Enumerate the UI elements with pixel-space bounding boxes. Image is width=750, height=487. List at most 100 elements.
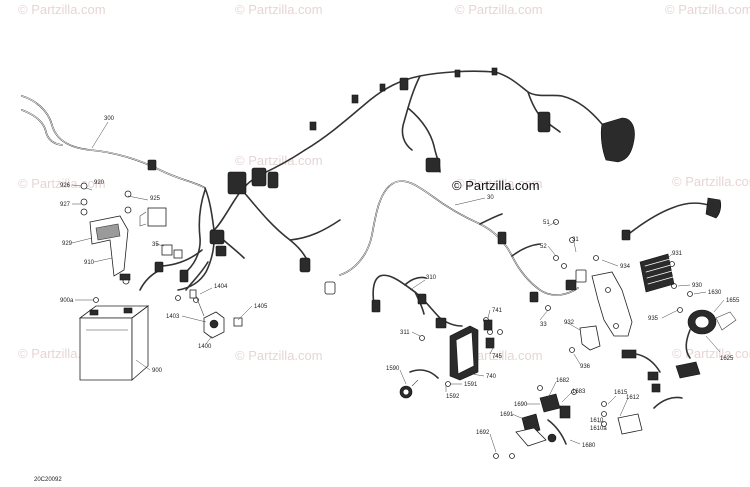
connector-block [227, 171, 247, 195]
callout-1612: 1612 [626, 395, 640, 401]
callout-910: 910 [84, 260, 95, 266]
battery-terminal [89, 309, 99, 316]
watermark: © Partzilla.com [672, 346, 750, 361]
screw [601, 411, 607, 417]
connector-clip [309, 121, 317, 131]
screw [493, 453, 499, 459]
washer [553, 255, 559, 261]
leader-lines [71, 121, 725, 453]
fuse-holder [161, 244, 173, 256]
callout-1404: 1404 [214, 284, 228, 290]
callout-1590: 1590 [386, 366, 400, 372]
key-part [233, 317, 243, 327]
battery-terminal [123, 307, 133, 314]
connector-block [537, 111, 551, 133]
callout-1591: 1591 [464, 382, 478, 388]
connector-block [179, 269, 189, 283]
connector-block [154, 261, 164, 273]
callout-1403: 1403 [166, 314, 180, 320]
screw [569, 347, 575, 353]
callout-1405: 1405 [254, 304, 268, 310]
callout-741: 741 [492, 308, 503, 314]
copyright-notice: © Partzilla.com [452, 178, 540, 193]
screw [93, 297, 99, 303]
connector-clip [454, 69, 461, 78]
socket-1590 [399, 369, 439, 399]
watermark: © Partzilla.com [18, 2, 106, 17]
callout-311: 311 [400, 330, 410, 336]
battery [78, 305, 150, 381]
connector-block [483, 319, 493, 331]
callout-1655: 1655 [726, 298, 740, 304]
callout-1615: 1615 [614, 390, 628, 396]
callout-925: 925 [150, 196, 161, 202]
callout-1691: 1691 [500, 412, 514, 418]
watermark: © Partzilla.com [665, 2, 750, 17]
screw [593, 255, 599, 261]
clip [189, 289, 197, 299]
wiring-harness-310 [371, 274, 463, 329]
callout-33: 33 [540, 322, 547, 328]
connector-block [324, 281, 336, 295]
washer [80, 198, 88, 206]
callout-30: 30 [487, 195, 494, 201]
battery-bracket [89, 215, 131, 285]
connector-block [621, 349, 637, 359]
connector-clip [351, 94, 359, 104]
screw [445, 381, 451, 387]
callout-745: 745 [492, 354, 503, 360]
wiring-harness-right [621, 197, 722, 241]
connector-block [251, 167, 267, 187]
washer [80, 208, 88, 216]
callout-930: 930 [692, 283, 703, 289]
screw [561, 263, 567, 269]
connector-block [559, 405, 571, 419]
screw [545, 305, 551, 311]
screw [537, 385, 543, 391]
callout-920: 920 [94, 180, 105, 186]
connector-block [417, 293, 427, 305]
connector-block [621, 229, 631, 241]
callout-35: 35 [152, 242, 159, 248]
screw [497, 329, 503, 335]
watermark: © Partzilla.com [455, 176, 543, 191]
screw [601, 401, 607, 407]
screw [124, 206, 132, 214]
watermark: © Partzilla.com [455, 2, 543, 17]
lower-connector-group [515, 393, 571, 447]
watermark: © Partzilla.com [235, 153, 323, 168]
connector-block [647, 371, 659, 381]
mounting-bracket [579, 271, 633, 351]
callout-931: 931 [672, 251, 683, 257]
relay [147, 207, 167, 227]
voltage-regulator [639, 253, 675, 293]
rubber-boot [600, 117, 635, 163]
wiring-harness-300 [21, 67, 635, 295]
callout-740: 740 [486, 374, 497, 380]
watermark: © Partzilla.com [235, 2, 323, 17]
relay-module [617, 349, 701, 435]
screw [509, 453, 515, 459]
connector-boot [705, 197, 722, 219]
connector-block [435, 317, 447, 329]
connector-block [565, 279, 577, 291]
horn [685, 309, 737, 359]
connector-clip [497, 231, 507, 245]
callout-1610: 1610 [590, 418, 604, 424]
callout-936: 936 [580, 364, 591, 370]
callout-31: 31 [572, 237, 579, 243]
connector-block [215, 245, 227, 257]
diagram-code: 20C20092 [34, 477, 62, 483]
callout-927: 927 [60, 202, 71, 208]
callout-52: 52 [540, 244, 547, 250]
callout-1592: 1592 [446, 394, 460, 400]
watermark-layer: © Partzilla.com © Partzilla.com © Partzi… [18, 2, 750, 363]
fuse-holder [173, 249, 183, 259]
callout-1692: 1692 [476, 430, 490, 436]
screw [124, 190, 132, 198]
callout-929: 929 [62, 241, 73, 247]
screw [419, 335, 425, 341]
ignition-switch [189, 289, 243, 339]
connector-block [575, 269, 587, 283]
